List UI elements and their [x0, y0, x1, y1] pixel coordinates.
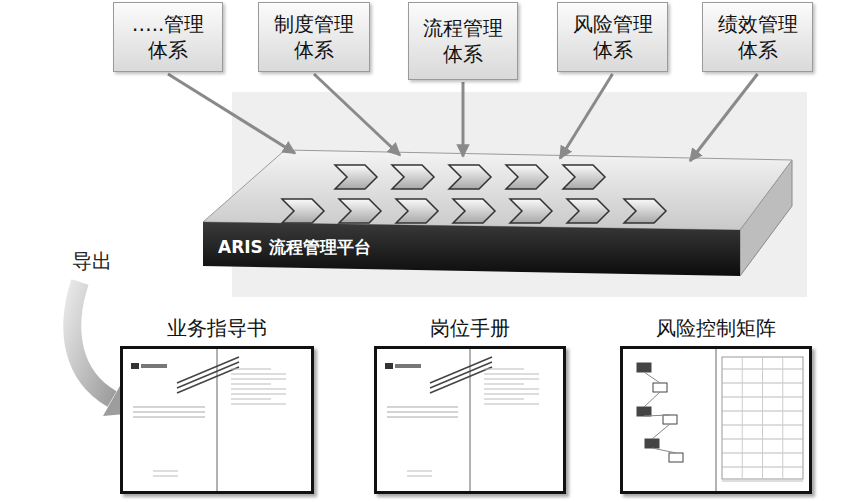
document-card: 业务指导书	[120, 316, 314, 494]
document-frame	[620, 346, 812, 494]
feed-arrow	[314, 74, 400, 155]
chevron	[563, 165, 605, 189]
document-title: 风险控制矩阵	[620, 316, 812, 340]
system-label: …..管理 体系	[124, 11, 212, 63]
chevron	[506, 165, 548, 189]
document-pages	[377, 349, 563, 491]
document-frame	[120, 346, 314, 494]
export-arrow	[72, 282, 112, 399]
chevron	[396, 199, 438, 223]
chevron	[339, 199, 381, 223]
system-box: 绩效管理 体系	[702, 2, 813, 72]
document-title: 岗位手册	[374, 316, 566, 340]
document-pages	[623, 349, 809, 491]
platform-top	[203, 150, 792, 230]
chevron	[392, 165, 434, 189]
chevron	[453, 199, 495, 223]
chevron	[449, 165, 491, 189]
system-box: 制度管理 体系	[258, 2, 370, 72]
export-label: 导出	[72, 248, 112, 275]
feed-arrow	[560, 74, 613, 158]
chevron	[567, 199, 609, 223]
system-label: 风险管理 体系	[569, 11, 657, 63]
system-label: 流程管理 体系	[419, 15, 507, 67]
document-pages	[123, 349, 311, 491]
document-frame	[374, 346, 566, 494]
chevron	[282, 199, 324, 223]
feed-arrow	[690, 74, 758, 161]
platform-front	[203, 222, 740, 276]
document-card: 岗位手册	[374, 316, 566, 494]
system-box: …..管理 体系	[113, 2, 223, 72]
document-title: 业务指导书	[120, 316, 314, 340]
system-label: 制度管理 体系	[270, 11, 358, 63]
platform-label: ARIS 流程管理平台	[218, 236, 371, 259]
system-box: 流程管理 体系	[408, 2, 518, 80]
feed-arrow	[462, 82, 465, 157]
feed-arrow	[168, 74, 295, 153]
system-label: 绩效管理 体系	[714, 11, 802, 63]
system-box: 风险管理 体系	[557, 2, 668, 72]
chevron	[510, 199, 552, 223]
chevron-row	[282, 165, 666, 223]
chevron	[624, 199, 666, 223]
document-card: 风险控制矩阵	[620, 316, 812, 494]
chevron	[335, 165, 377, 189]
platform-slab: ARIS 流程管理平台	[200, 150, 792, 276]
